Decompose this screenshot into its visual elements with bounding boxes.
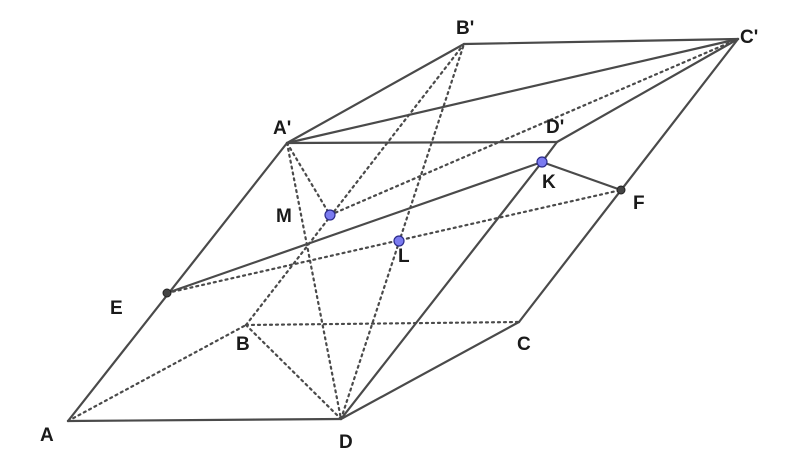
- edge-A-A1: [66, 141, 289, 423]
- edge-A1-M: [285, 141, 332, 217]
- label-E: E: [110, 298, 123, 319]
- point-M: [324, 209, 336, 221]
- point-E: [162, 288, 172, 298]
- vertex-labels: A B C D A' B' C' D' E F K L M: [40, 18, 758, 453]
- visible-lines: [66, 37, 740, 423]
- edge-K-F: [540, 160, 623, 192]
- edge-A1-C1: [285, 37, 740, 145]
- edge-C-C1: [517, 37, 740, 324]
- edge-A1-D1: [285, 140, 559, 145]
- points: [162, 156, 626, 298]
- edge-E-F: [165, 188, 623, 295]
- label-A: A: [40, 425, 54, 446]
- label-F: F: [633, 193, 645, 214]
- point-L: [393, 235, 405, 247]
- edge-D-B1: [339, 42, 466, 421]
- label-B: B: [236, 334, 250, 355]
- point-F: [616, 185, 626, 195]
- edge-A-D: [66, 417, 343, 423]
- edge-B-C: [244, 320, 521, 327]
- edge-A1-B1: [285, 42, 466, 145]
- label-A-prime: A': [273, 118, 291, 139]
- hidden-lines: [66, 37, 740, 423]
- label-C-prime: C': [740, 27, 758, 48]
- edge-B1-C1: [462, 37, 740, 46]
- label-C: C: [517, 334, 531, 355]
- edge-D1-C1: [555, 37, 740, 144]
- edge-E-K: [165, 160, 544, 295]
- edge-D-C: [339, 320, 521, 421]
- label-B-prime: B': [456, 18, 474, 39]
- label-D: D: [339, 432, 353, 453]
- label-M: M: [276, 206, 292, 227]
- label-D-prime: D': [546, 117, 564, 138]
- edge-A1-D: [285, 141, 343, 421]
- label-L: L: [398, 246, 410, 267]
- edge-A-B: [66, 323, 248, 423]
- edge-M-C1: [328, 37, 740, 217]
- edge-B-B1: [244, 42, 466, 327]
- point-K: [536, 156, 548, 168]
- edge-B-D: [244, 323, 343, 421]
- label-K: K: [542, 172, 556, 193]
- edge-D-K: [339, 160, 544, 421]
